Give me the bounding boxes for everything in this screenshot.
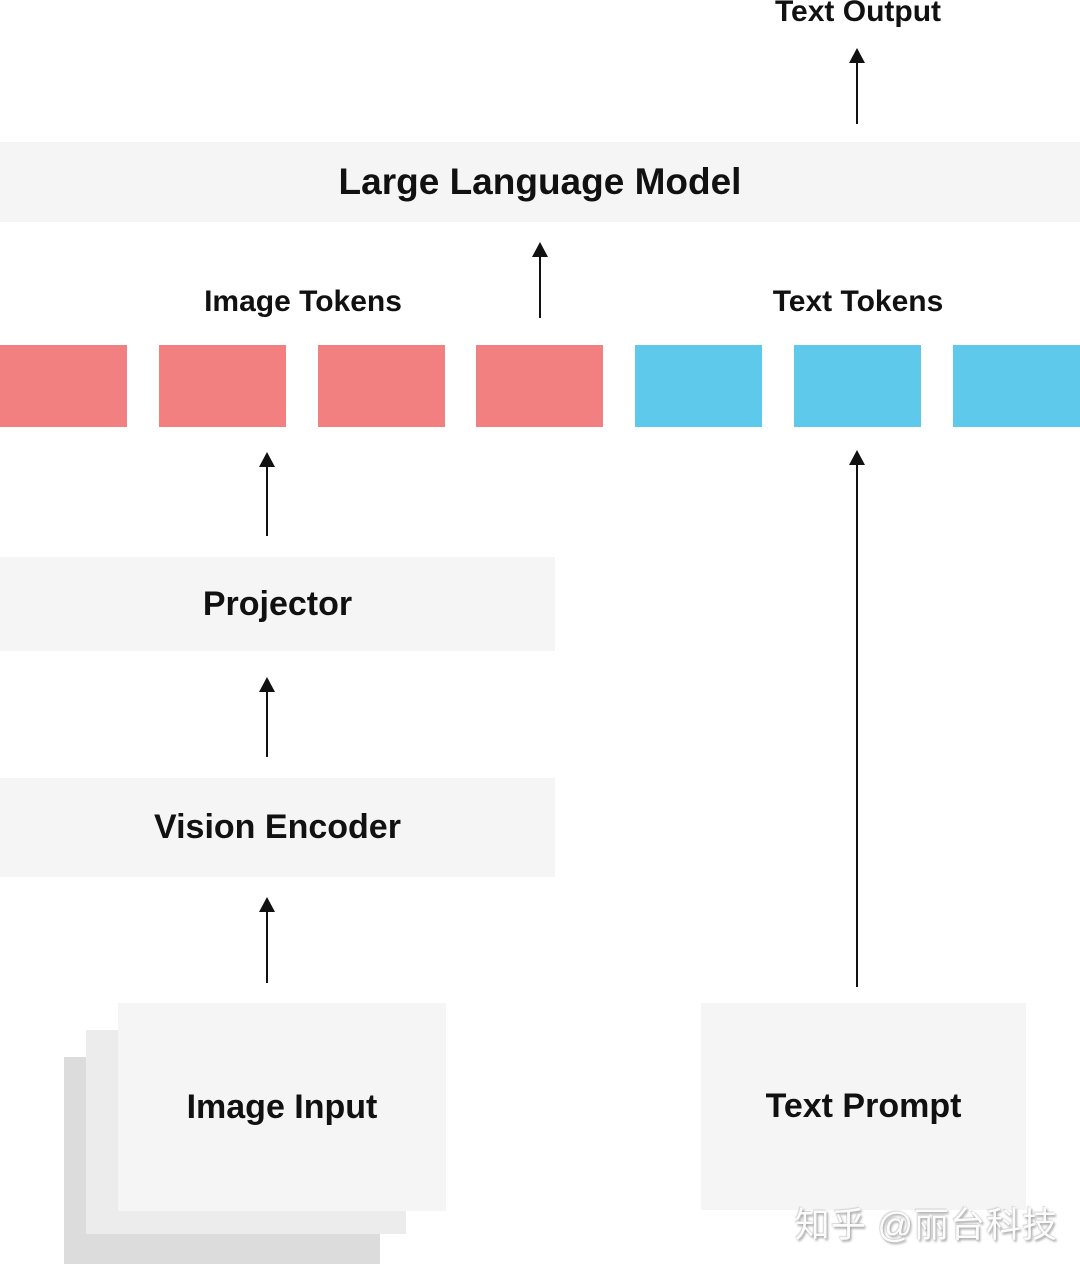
vision-encoder-label: Vision Encoder [154, 808, 401, 846]
arrowhead-icon [259, 677, 275, 692]
text-token [635, 345, 763, 427]
arrow-shaft [265, 690, 269, 757]
arrowhead-icon [532, 242, 548, 257]
arrowhead-icon [849, 450, 865, 465]
arrow-llm-to-output-icon [848, 48, 866, 124]
image-token [0, 345, 127, 427]
llm-box: Large Language Model [0, 142, 1080, 222]
image-input-box: Image Input [118, 1003, 446, 1211]
arrow-shaft [855, 61, 859, 124]
text-output-label: Text Output [774, 0, 942, 28]
image-token [158, 345, 286, 427]
image-tokens-label: Image Tokens [204, 285, 402, 318]
arrow-prompt-to-tokens-icon [848, 450, 866, 987]
llm-label: Large Language Model [338, 161, 742, 202]
watermark: 知乎 @丽台科技 [794, 1206, 1058, 1245]
arrow-tokens-to-llm-icon [531, 242, 549, 318]
arrowhead-icon [259, 897, 275, 912]
image-token [476, 345, 604, 427]
text-token [952, 345, 1080, 427]
vision-encoder-box: Vision Encoder [0, 778, 555, 877]
arrow-image-to-encoder-icon [258, 897, 276, 983]
text-prompt-box: Text Prompt [701, 1003, 1026, 1210]
image-token [317, 345, 445, 427]
projector-box: Projector [0, 557, 555, 651]
image-input-label: Image Input [186, 1087, 378, 1126]
arrow-shaft [538, 255, 542, 318]
arrowhead-icon [259, 452, 275, 467]
arrow-encoder-to-projector-icon [258, 677, 276, 757]
arrow-shaft [265, 910, 269, 983]
arrow-projector-to-tokens-icon [258, 452, 276, 536]
text-tokens-label: Text Tokens [772, 285, 944, 318]
text-token [794, 345, 922, 427]
text-prompt-label: Text Prompt [765, 1087, 962, 1125]
arrow-shaft [855, 463, 859, 987]
arrow-shaft [265, 465, 269, 536]
projector-label: Projector [202, 584, 353, 623]
arrowhead-icon [849, 48, 865, 63]
token-row [0, 345, 1080, 427]
